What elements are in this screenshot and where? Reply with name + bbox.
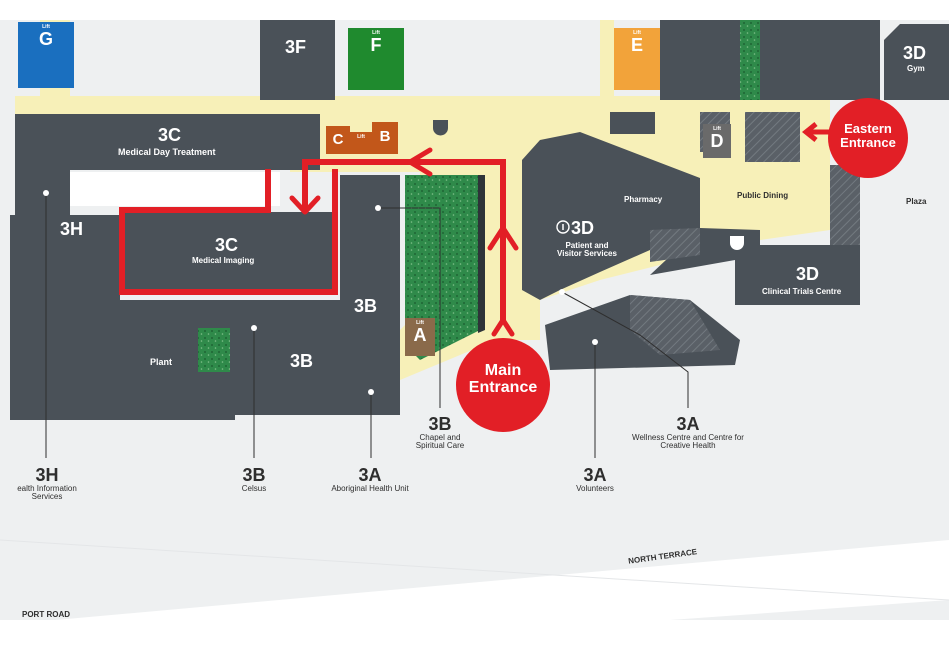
label-public-dining: Public Dining [737, 191, 789, 200]
eastern-entrance-circle [828, 98, 908, 178]
garden-central [405, 175, 480, 360]
lift-e: Lift E [614, 28, 660, 90]
garden-plant [198, 328, 230, 372]
label-plant: Plant [150, 357, 173, 367]
label-gym: Gym [907, 64, 925, 73]
callout-3b-chapel: 3B Chapel and Spiritual Care [415, 414, 465, 451]
lift-cb-middle: Lift [350, 132, 372, 154]
label-medical-imaging: Medical Imaging [192, 256, 255, 265]
label-clinical-trials-centre: Clinical Trials Centre [762, 287, 842, 296]
label-medical-day-treatment: Medical Day Treatment [118, 147, 216, 157]
main-entrance-circle [456, 338, 550, 432]
road-port-road: PORT ROAD [22, 610, 70, 619]
label-3d-gym-code: 3D [903, 43, 927, 63]
callout-3a-aboriginal: 3A Aboriginal Health Unit [331, 465, 409, 493]
eastern-entrance-label: Eastern Entrance [840, 121, 896, 150]
north-terrace-road [0, 540, 949, 668]
label-3h: 3H [60, 219, 84, 239]
label-3c-mi-code: 3C [215, 235, 239, 255]
block-3c-medical-imaging [123, 212, 335, 292]
callout-3h-health-info: 3H ealth Information Services [17, 465, 77, 502]
lift-d: Lift D [703, 124, 731, 158]
label-pharmacy: Pharmacy [624, 195, 663, 204]
garden-top [740, 20, 760, 100]
leader-lines [45, 193, 689, 458]
block-3d-clinical [650, 165, 860, 305]
lift-a: Lift A [405, 318, 435, 356]
label-3d-info-code: 3D [571, 218, 595, 238]
callout-3b-celsus: 3B Celsus [241, 465, 267, 493]
route-path [119, 159, 506, 323]
label-plaza: Plaza [906, 197, 927, 206]
label-3b-inner: 3B [354, 296, 378, 316]
main-entrance-label: Main Entrance [468, 362, 538, 396]
lift-b: B [372, 122, 398, 154]
block-pharmacy [522, 132, 700, 300]
label-patient-visitor-services: Patient and Visitor Services [557, 241, 617, 259]
label-3f: 3F [285, 37, 307, 57]
label-3b-lower: 3B [290, 351, 314, 371]
lift-f: Lift F [348, 28, 404, 90]
label-3d-clinical-code: 3D [796, 264, 820, 284]
lift-c: C [326, 126, 350, 154]
callout-3a-volunteers: 3A Volunteers [576, 465, 614, 493]
lift-g: Lift G [18, 22, 74, 88]
block-3h-3b [10, 175, 400, 420]
label-3c-mdt-code: 3C [158, 125, 182, 145]
block-3c-mdt [15, 114, 320, 170]
callout-3a-wellness: 3A Wellness Centre and Centre for Creati… [632, 414, 744, 451]
